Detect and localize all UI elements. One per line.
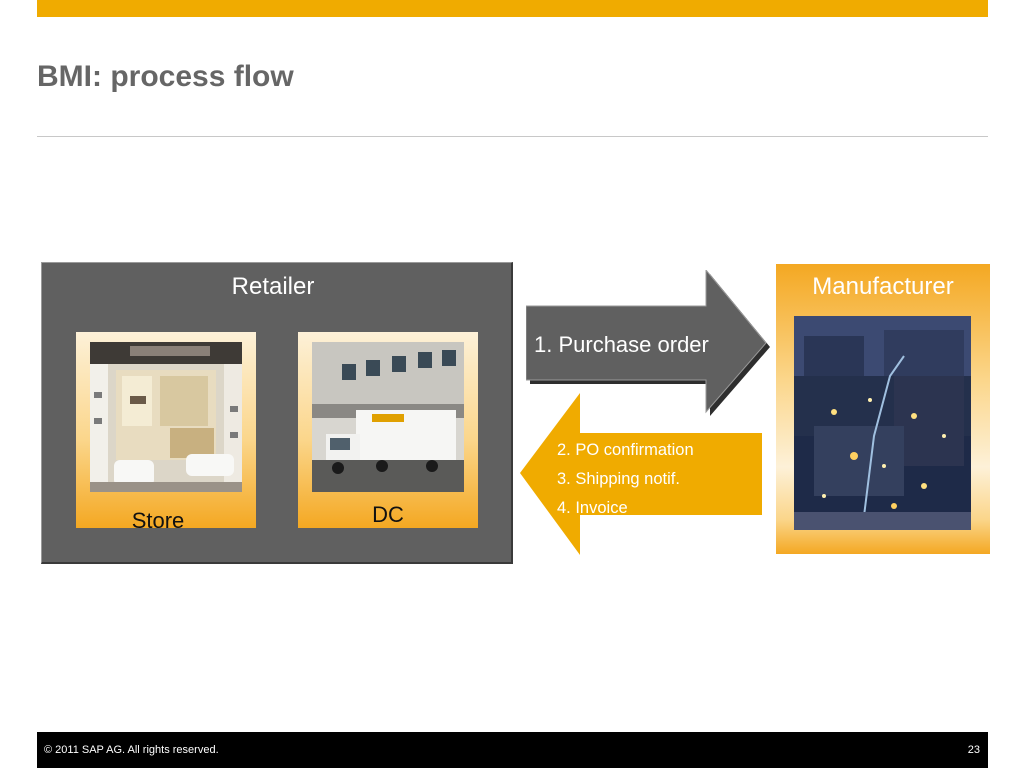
store-photo xyxy=(90,342,242,492)
store-label: Store xyxy=(131,508,185,533)
dc-label: DC xyxy=(372,502,404,527)
retailer-title: Retailer xyxy=(231,273,315,300)
store-tile: Store xyxy=(76,332,256,533)
footer-bar: © 2011 SAP AG. All rights reserved. 23 xyxy=(37,732,988,768)
retailer-panel: Retailer xyxy=(41,262,513,564)
page-number: 23 xyxy=(967,744,980,756)
dc-photo xyxy=(312,342,464,492)
response-item: 2. PO confirmation xyxy=(557,441,694,459)
dc-tile: DC xyxy=(298,332,478,528)
footer-copyright: © 2011 SAP AG. All rights reserved. xyxy=(44,744,219,756)
title-divider xyxy=(37,136,988,137)
slide-title: BMI: process flow xyxy=(37,60,294,93)
response-list: 2. PO confirmation 3. Shipping notif. 4.… xyxy=(557,436,694,523)
response-arrow xyxy=(520,393,762,555)
top-accent-bar xyxy=(37,0,988,17)
purchase-order-arrow xyxy=(526,270,770,416)
response-item: 4. Invoice xyxy=(557,499,628,517)
purchase-order-label: 1. Purchase order xyxy=(534,332,709,357)
manufacturer-panel: Manufacturer xyxy=(776,264,990,554)
manufacturer-photo xyxy=(794,316,971,530)
response-item: 3. Shipping notif. xyxy=(557,470,680,488)
manufacturer-title: Manufacturer xyxy=(812,273,954,300)
